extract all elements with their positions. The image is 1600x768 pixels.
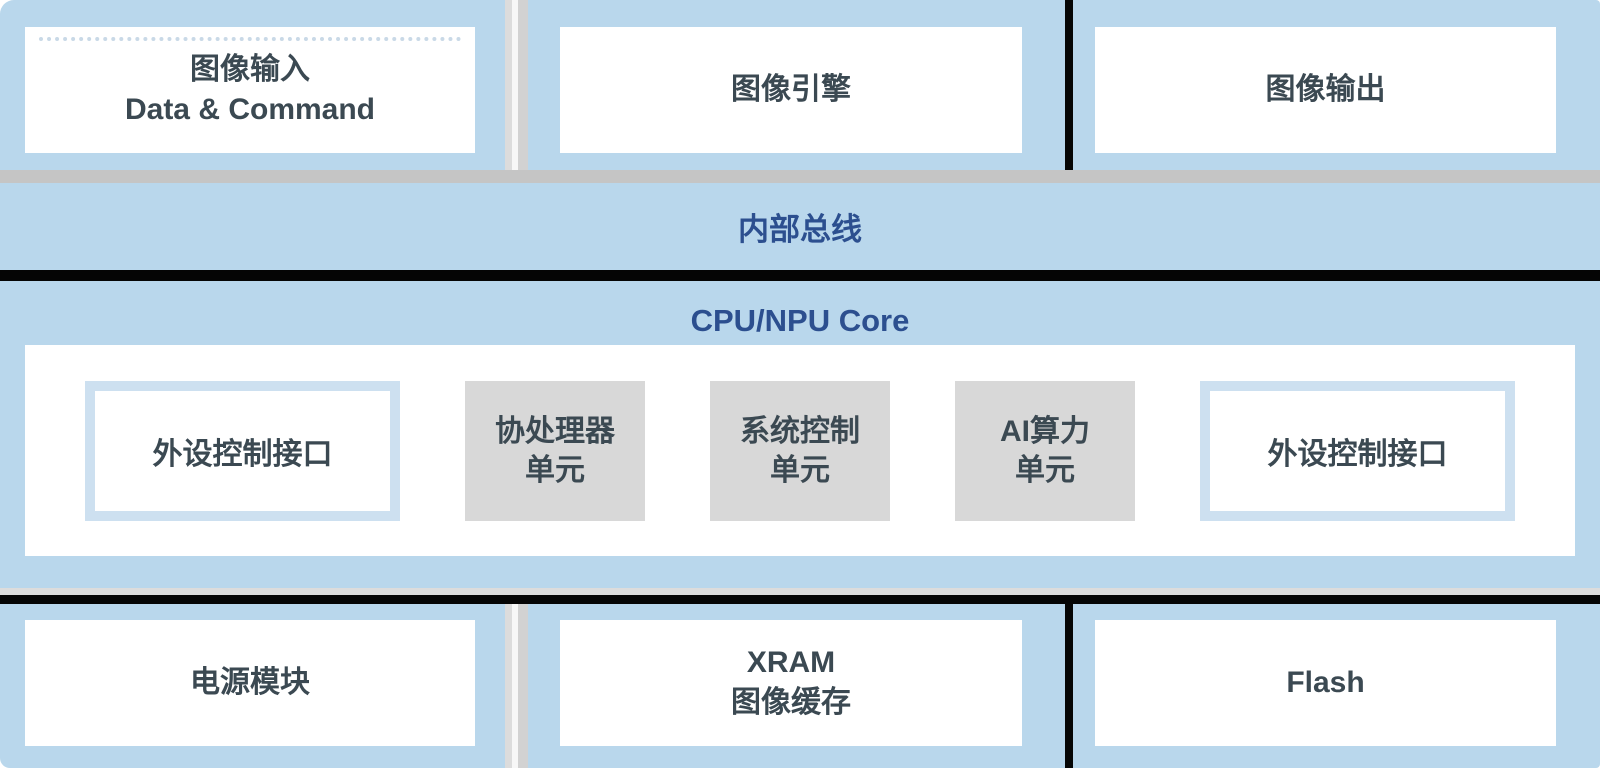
block-image-input: 图像输入 Data & Command [25,27,475,153]
block-image-engine-label: 图像引擎 [731,73,851,106]
cpu-npu-core-section: CPU/NPU Core 外设控制接口 协处理器 单元 系统控制 单元 AI算力… [0,281,1600,588]
block-power-module-label: 电源模块 [190,666,310,699]
unit-peripheral-control-interface-right-label: 外设控制接口 [1210,390,1505,511]
unit-ai-compute-line2: 单元 [1015,453,1075,487]
cpu-npu-core-container: 外设控制接口 协处理器 单元 系统控制 单元 AI算力 单元 外设控制接口 [25,345,1575,556]
panel-image-input: 图像输入 Data & Command [0,0,505,170]
panel-image-engine: 图像引擎 [528,0,1065,170]
horizontal-divider-black-lower [0,595,1600,604]
block-xram: XRAM 图像缓存 [560,620,1022,746]
horizontal-divider-gray-lower [0,588,1600,595]
unit-coprocessor-line2: 单元 [525,453,585,487]
block-xram-line2: 图像缓存 [731,686,851,719]
block-flash-label: Flash [1286,666,1365,699]
panel-xram: XRAM 图像缓存 [528,604,1065,768]
vertical-divider-gray-bottom [505,604,528,768]
unit-system-control: 系统控制 单元 [710,380,890,521]
panel-power-module: 电源模块 [0,604,505,768]
block-flash: Flash [1095,620,1556,746]
panel-flash: Flash [1073,604,1600,768]
unit-system-control-line2: 单元 [770,453,830,487]
vertical-divider-black-top [1065,0,1073,170]
block-image-output: 图像输出 [1095,27,1556,153]
panel-image-output: 图像输出 [1073,0,1600,170]
horizontal-divider-black-upper [0,270,1600,281]
unit-ai-compute: AI算力 单元 [955,380,1135,521]
unit-peripheral-control-interface-left: 外设控制接口 [85,380,400,521]
internal-bus-bar: 内部总线 [0,183,1600,270]
unit-peripheral-control-interface-left-label: 外设控制接口 [95,390,390,511]
internal-bus-label: 内部总线 [738,212,862,247]
block-xram-line1: XRAM [746,646,836,679]
top-row: 图像输入 Data & Command 图像引擎 图像输出 [0,0,1600,170]
cpu-npu-core-title: CPU/NPU Core [690,302,910,338]
unit-coprocessor-line1: 协处理器 [495,414,615,448]
bottom-row: 电源模块 XRAM 图像缓存 Flash [0,604,1600,768]
unit-ai-compute-line1: AI算力 [1000,414,1090,448]
vertical-divider-gray-top [505,0,528,170]
unit-system-control-line1: 系统控制 [740,414,860,448]
horizontal-divider-gray-upper [0,170,1600,183]
vertical-divider-black-bottom [1065,604,1073,768]
block-image-output-label: 图像输出 [1265,73,1386,106]
block-image-input-line2: Data & Command [124,93,376,126]
unit-peripheral-control-interface-right: 外设控制接口 [1200,380,1515,521]
block-image-input-line1: 图像输入 [190,53,310,86]
unit-coprocessor: 协处理器 单元 [465,380,645,521]
block-power-module: 电源模块 [25,620,475,746]
block-image-engine: 图像引擎 [560,27,1022,153]
